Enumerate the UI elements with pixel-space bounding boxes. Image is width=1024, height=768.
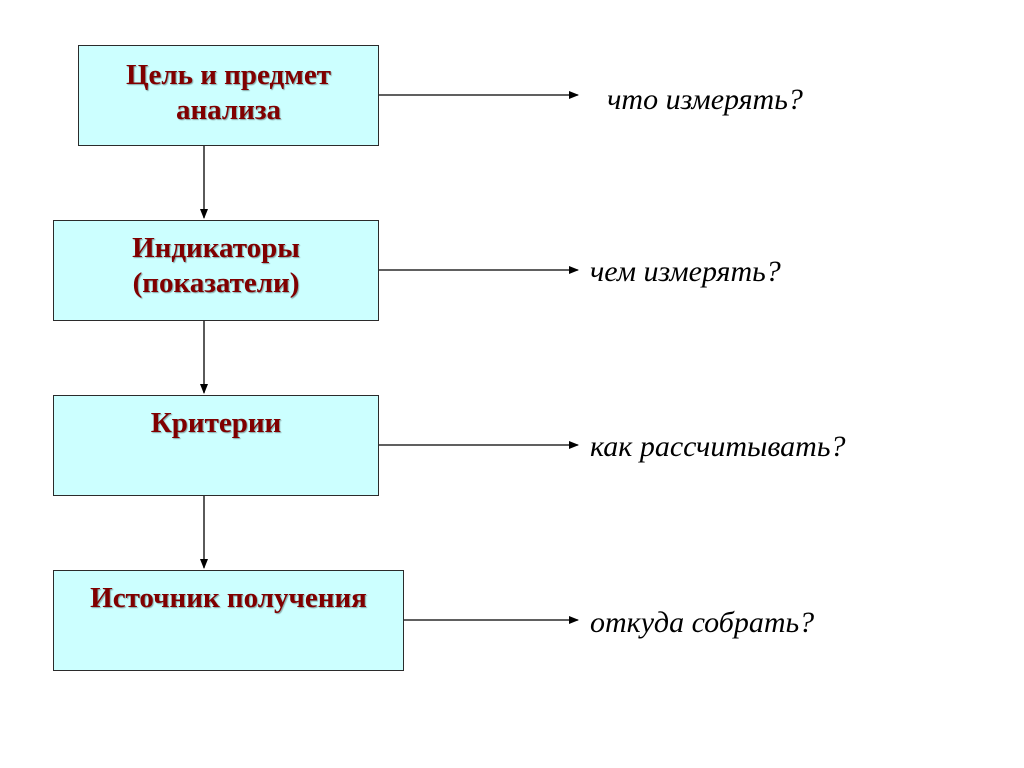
box-criteria-label: Критерии — [150, 407, 282, 439]
question-how-to-measure: чем измерять? — [590, 255, 781, 288]
box-indicators-label: Индикаторы (показатели) — [132, 232, 300, 299]
box-criteria: Критерии — [53, 395, 379, 496]
question-what-to-measure: что измерять? — [607, 83, 803, 116]
box-source-label: Источник получения — [90, 582, 367, 614]
box-goal-and-subject-label: Цель и предмет анализа — [125, 59, 332, 126]
box-goal-and-subject: Цель и предмет анализа — [78, 45, 379, 146]
question-where-to-collect: откуда собрать? — [590, 606, 815, 639]
question-how-to-calculate: как рассчитывать? — [590, 430, 846, 463]
box-source: Источник получения — [53, 570, 404, 671]
box-indicators: Индикаторы (показатели) — [53, 220, 379, 321]
